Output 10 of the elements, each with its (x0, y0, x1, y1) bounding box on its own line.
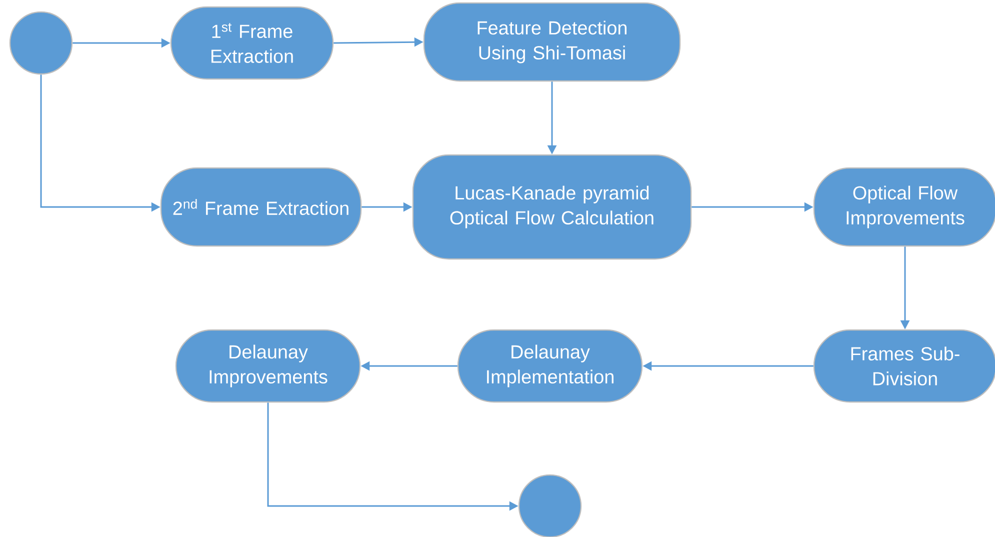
process-box: Optical Flow Improvements (813, 167, 995, 247)
circle-node (9, 11, 73, 75)
process-box: 2$^{nd}$ Frame Extraction (160, 167, 362, 247)
circle-node (518, 474, 582, 537)
process-box: Delaunay Improvements (175, 329, 361, 403)
process-box: Delaunay Implementation (457, 329, 643, 403)
process-box: 1$^{st}$ Frame Extraction (170, 6, 334, 80)
process-box: Feature Detection Using Shi-Tomasi (423, 2, 681, 82)
process-box: Frames Sub-Division (813, 329, 995, 403)
process-box: Lucas-Kanade pyramid Optical Flow Calculation (412, 154, 692, 260)
